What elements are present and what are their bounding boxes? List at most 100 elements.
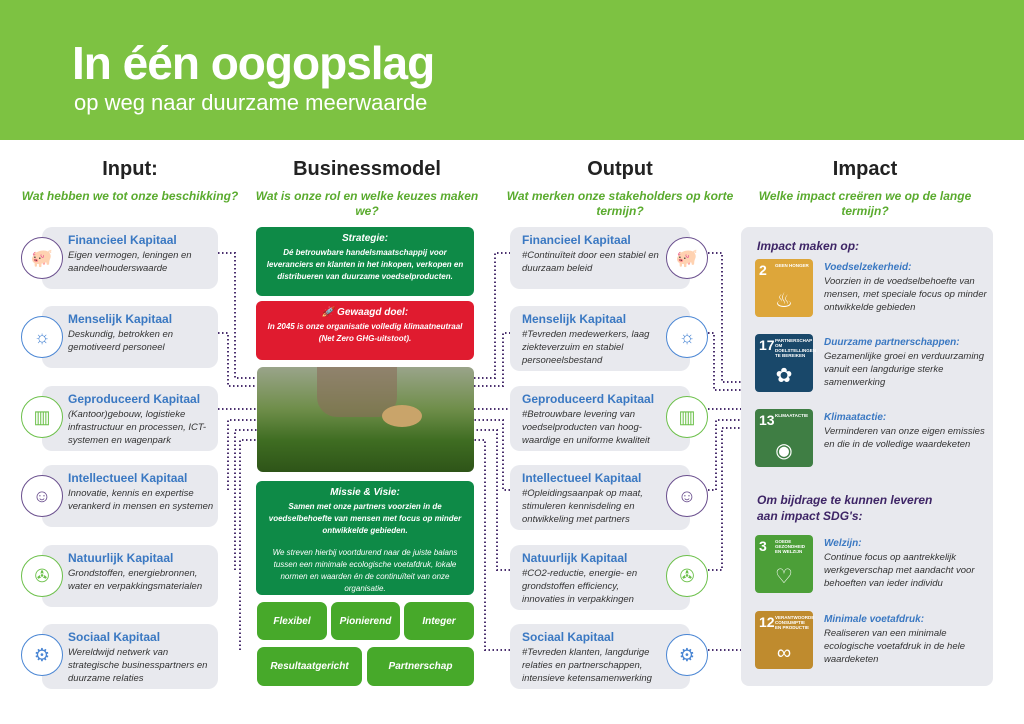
card-title: Sociaal Kapitaal: [68, 630, 161, 644]
impact-item: Welzijn: Continue focus op aantrekkelijk …: [824, 538, 989, 590]
building-icon: ▥: [666, 396, 708, 438]
card-title: Financieel Kapitaal: [522, 233, 631, 247]
column-header-0: Input:Wat hebben we tot onze beschikking…: [10, 158, 250, 204]
column-title: Businessmodel: [293, 158, 441, 180]
output-card-sociaal-kapitaal: Sociaal Kapitaal#Tevreden klanten, langd…: [510, 624, 690, 689]
column-title: Output: [587, 158, 653, 180]
impact-item-title: Welzijn:: [824, 538, 862, 549]
value-integer: Integer: [404, 602, 474, 640]
card-text: Eigen vermogen, leningen en aandeelhoude…: [68, 250, 192, 274]
column-title: Impact: [832, 158, 898, 180]
card-title: Natuurlijk Kapitaal: [68, 551, 174, 565]
card-title: Intellectueel Kapitaal: [522, 471, 642, 485]
value-flexibel: Flexibel: [257, 602, 327, 640]
card-title: Sociaal Kapitaal: [522, 630, 615, 644]
sdg-label: GOEDE GEZONDHEID EN WELZIJN: [775, 539, 806, 554]
input-card-geproduceerd-kapitaal: Geproduceerd Kapitaal (Kantoor)gebouw, lo…: [42, 386, 218, 451]
wind-turbine-icon: ✇: [21, 555, 63, 597]
column-question: Wat is onze rol en welke keuzes maken we…: [255, 189, 479, 218]
potato-harvest-photo: [257, 367, 474, 472]
impact-item-text: Realiseren van een minimale ecologische …: [824, 628, 966, 665]
wind-turbine-icon: ✇: [666, 555, 708, 597]
output-card-intellectueel-kapitaal: Intellectueel Kapitaal #Opleidingsaanpak …: [510, 465, 690, 530]
card-title: Natuurlijk Kapitaal: [522, 551, 628, 565]
card-title: Intellectueel Kapitaal: [68, 471, 188, 485]
mission-text: Samen met onze partners voorzien in de v…: [268, 502, 462, 535]
card-text: #Tevreden medewerkers, laag ziekteverzui…: [522, 329, 650, 366]
sdg-3-icon: ♡: [775, 566, 793, 588]
mission-text-2: We streven hierbij voortdurend naar de j…: [272, 548, 458, 593]
column-question: Wat merken onze stakeholders op korte te…: [506, 189, 734, 218]
sdg-17-icon: ✿: [775, 365, 793, 387]
sdg-label: GEEN HONGER: [775, 263, 809, 268]
column-title: Input:: [102, 158, 158, 180]
network-icon: ⚙: [666, 634, 708, 676]
card-text: Deskundig, betrokken en gemotiveerd pers…: [68, 329, 174, 353]
mission-title: Missie & Visie:: [330, 487, 400, 498]
impact-item-text: Voorzien in de voedselbehoefte van mense…: [824, 276, 987, 313]
output-card-financieel-kapitaal: Financieel Kapitaal #Continuïteit door ee…: [510, 227, 690, 289]
card-title: Menselijk Kapitaal: [68, 312, 173, 326]
sdg-number: 12: [759, 614, 775, 630]
piggy-bank-icon: 🐖: [666, 237, 708, 279]
goal-title: Gewaagd doel:: [337, 307, 409, 318]
goal-text: In 2045 is onze organisatie volledig kli…: [267, 322, 463, 343]
strategy-title: Strategie:: [341, 233, 389, 244]
value-resultaatgericht: Resultaatgericht: [257, 647, 362, 686]
output-card-geproduceerd-kapitaal: Geproduceerd Kapitaal#Betrouwbare leveri…: [510, 386, 690, 451]
people-idea-icon: ☼: [666, 316, 708, 358]
impact-item-text: Gezamenlijke groei en verduurzaming vanu…: [824, 351, 984, 388]
card-text: (Kantoor)gebouw, logistieke infrastructu…: [68, 409, 206, 446]
page-title: In één oogopslag: [72, 37, 435, 89]
impact-item-title: Voedselzekerheid:: [824, 262, 912, 273]
column-question: Welke impact creëren we op de lange term…: [758, 189, 972, 218]
impact-item-title: Minimale voetafdruk:: [824, 614, 925, 625]
impact-item-text: Continue focus op aantrekkelijk werkgeve…: [824, 552, 975, 589]
card-title: Menselijk Kapitaal: [522, 312, 627, 326]
sdg-label: VERANTWOORDE CONSUMPTIE EN PRODUCTIE: [775, 615, 815, 630]
sdg-2-icon: ♨: [775, 290, 793, 312]
impact-heading: Impact maken op:: [757, 239, 860, 253]
impact-item: Voedselzekerheid: Voorzien in de voedselb…: [824, 262, 989, 314]
network-icon: ⚙: [21, 634, 63, 676]
goal-box: 🚀 Gewaagd doel: In 2045 is onze organisa…: [256, 301, 474, 360]
card-text: #CO2-reductie, energie- en grondstoffen …: [522, 568, 638, 605]
card-text: #Opleidingsaanpak op maat, stimuleren ke…: [522, 488, 643, 525]
card-text: Wereldwijd netwerk van strategische busi…: [68, 647, 208, 684]
output-card-menselijk-kapitaal: Menselijk Kapitaal #Tevreden medewerkers,…: [510, 306, 690, 371]
mission-box: Missie & Visie: Samen met onze partners …: [256, 481, 474, 595]
sdg-12-icon: ∞: [776, 642, 792, 664]
card-title: Geproduceerd Kapitaal: [68, 392, 201, 406]
sdg-13-icon: ◉: [775, 440, 793, 462]
value-pionierend: Pionierend: [331, 602, 400, 640]
impact-item-title: Duurzame partnerschappen:: [824, 337, 960, 348]
card-text: #Continuïteit door een stabiel en duurza…: [522, 250, 659, 274]
page-subtitle: op weg naar duurzame meerwaarde: [74, 90, 428, 115]
sdg-number: 17: [759, 337, 775, 353]
piggy-bank-icon: 🐖: [21, 237, 63, 279]
sdg-number: 13: [759, 412, 775, 428]
rocket-icon: 🚀: [321, 307, 338, 318]
building-icon: ▥: [21, 396, 63, 438]
impact-item-title: Klimaatactie:: [824, 412, 887, 423]
output-card-natuurlijk-kapitaal: Natuurlijk Kapitaal #CO2-reductie, energi…: [510, 545, 690, 610]
header-banner: In één oogopslag op weg naar duurzame me…: [0, 0, 1024, 140]
strategy-text: Dé betrouwbare handelsmaatschappij voor …: [266, 248, 464, 281]
impact-panel: Impact maken op: Om bijdrage te kunnen l…: [741, 227, 993, 686]
card-text: Grondstoffen, energiebronnen, water en v…: [68, 568, 203, 592]
card-text: Innovatie, kennis en expertise verankerd…: [68, 488, 214, 512]
